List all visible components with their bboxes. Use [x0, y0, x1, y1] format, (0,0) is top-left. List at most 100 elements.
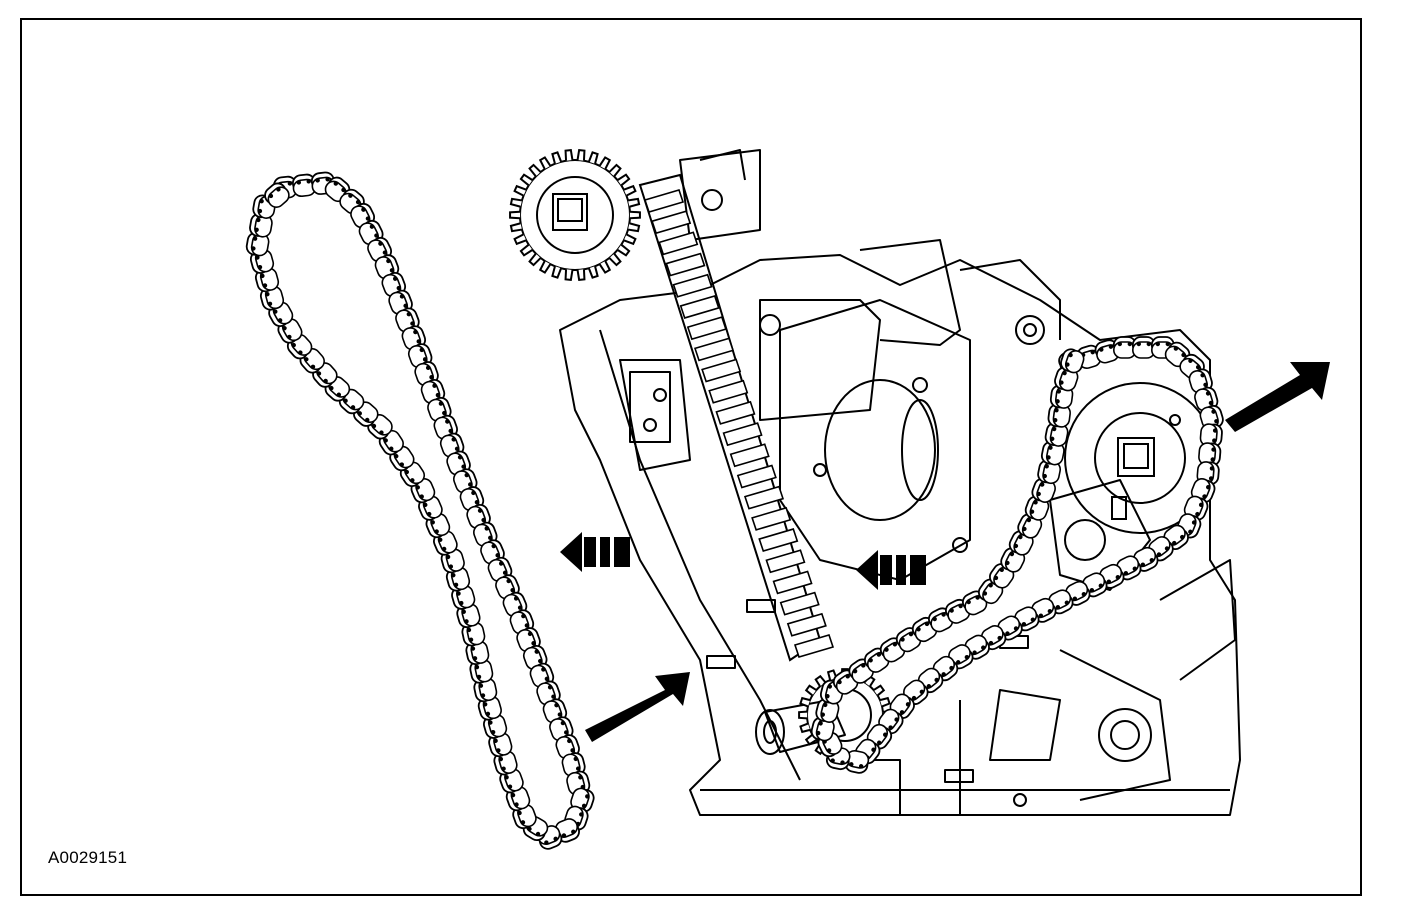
guide-rib [708, 379, 749, 404]
chain-link [928, 607, 954, 633]
chain-link [1008, 530, 1034, 556]
chain-link [461, 621, 486, 647]
sprocket-tooth [627, 222, 641, 233]
sprocket-tooth [528, 253, 542, 267]
chain-link [249, 213, 273, 238]
chain-link [350, 202, 376, 229]
chain-link [399, 461, 426, 488]
guide-rib [679, 294, 720, 319]
guide-rib [693, 337, 735, 362]
guide-rib [765, 549, 806, 574]
sprocket-tooth [598, 156, 612, 170]
sprocket-tooth [564, 269, 574, 281]
sprocket-tooth [587, 151, 599, 165]
chain-link [516, 627, 541, 653]
chain-link [832, 669, 859, 695]
chain-link [495, 574, 520, 600]
chain-link [980, 625, 1007, 651]
chain-link [381, 272, 407, 298]
sprocket-tooth [879, 696, 891, 708]
chain-link [410, 478, 436, 504]
guide-rib [729, 443, 770, 468]
arrow-icon-right-sprocket [1225, 362, 1330, 432]
chain-link [395, 307, 420, 333]
guide-rib [786, 612, 827, 637]
sprocket-tooth [623, 233, 637, 246]
chain-link [903, 679, 929, 705]
sprocket-tooth [538, 156, 552, 170]
chain-link [459, 486, 485, 512]
chain-link [499, 768, 524, 794]
guide-rib [686, 316, 727, 341]
sprocket-tooth [623, 184, 637, 197]
arrow-icon-loose-chain [585, 672, 690, 742]
chain-link [1048, 589, 1074, 615]
guide-rib [665, 252, 706, 277]
chain-link [389, 445, 415, 472]
chain-link [1014, 606, 1040, 632]
chain-link [1054, 366, 1079, 392]
chain-link [878, 708, 904, 735]
guide-rib [658, 231, 699, 256]
removed-timing-chain [245, 171, 595, 850]
chain-link [268, 301, 294, 328]
chain-link [549, 716, 574, 742]
guide-rib [672, 273, 713, 298]
chain-link [1044, 422, 1069, 447]
chain-link [378, 429, 404, 456]
chain-link [477, 695, 502, 721]
chain-link [433, 414, 458, 440]
sprocket-tooth [538, 260, 552, 274]
guide-rib [643, 189, 685, 213]
sprocket-tooth [798, 710, 808, 720]
guide-rib [779, 591, 820, 616]
sprocket-tooth [513, 184, 527, 197]
chain-guide [638, 173, 835, 662]
sprocket-tooth [873, 684, 886, 697]
sprocket-tooth [576, 269, 586, 281]
chain-link [1199, 404, 1224, 430]
chain-link [945, 598, 971, 624]
guide-rib [722, 422, 763, 447]
chain-link [529, 662, 555, 688]
chain-link [465, 640, 490, 666]
sprocket-tooth [804, 684, 817, 697]
guide-rib [758, 528, 799, 553]
chain-link [466, 503, 491, 530]
chain-link [480, 539, 505, 565]
sprocket-tooth [799, 722, 811, 734]
sprocket-tooth [509, 210, 521, 220]
sprocket-tooth [587, 265, 599, 279]
guide-rib [772, 570, 813, 595]
removal-direction-arrow-icon-center [856, 550, 926, 590]
figure-frame [20, 18, 1362, 896]
chain-link [456, 603, 481, 629]
chain-link [1060, 348, 1085, 374]
chain-link [374, 254, 400, 280]
figure-id-label: A0029151 [48, 848, 128, 867]
chain-link [561, 752, 586, 777]
sprocket-tooth [608, 163, 622, 177]
chain-link [1199, 423, 1223, 448]
chain-link [512, 803, 537, 830]
guide-rib [651, 210, 692, 235]
guide-rib [701, 358, 742, 383]
chain-link [989, 563, 1015, 589]
chain-link [1024, 495, 1050, 521]
chain-link [522, 644, 548, 671]
guide-rib [736, 464, 777, 489]
chain-link [977, 578, 1004, 605]
chain-link [249, 249, 275, 274]
chain-link [895, 627, 922, 653]
sprocket-tooth [616, 243, 631, 257]
chain-link [427, 396, 452, 422]
chain-link [259, 285, 285, 311]
chain-link [1040, 440, 1065, 466]
chain-link [1190, 478, 1216, 504]
guide-rib [793, 634, 835, 658]
chain-link [1183, 495, 1209, 521]
chain-link [879, 637, 906, 663]
sprocket-tooth [509, 197, 523, 208]
chain-link [473, 677, 498, 703]
removal-direction-arrow-icon-left [560, 532, 630, 572]
